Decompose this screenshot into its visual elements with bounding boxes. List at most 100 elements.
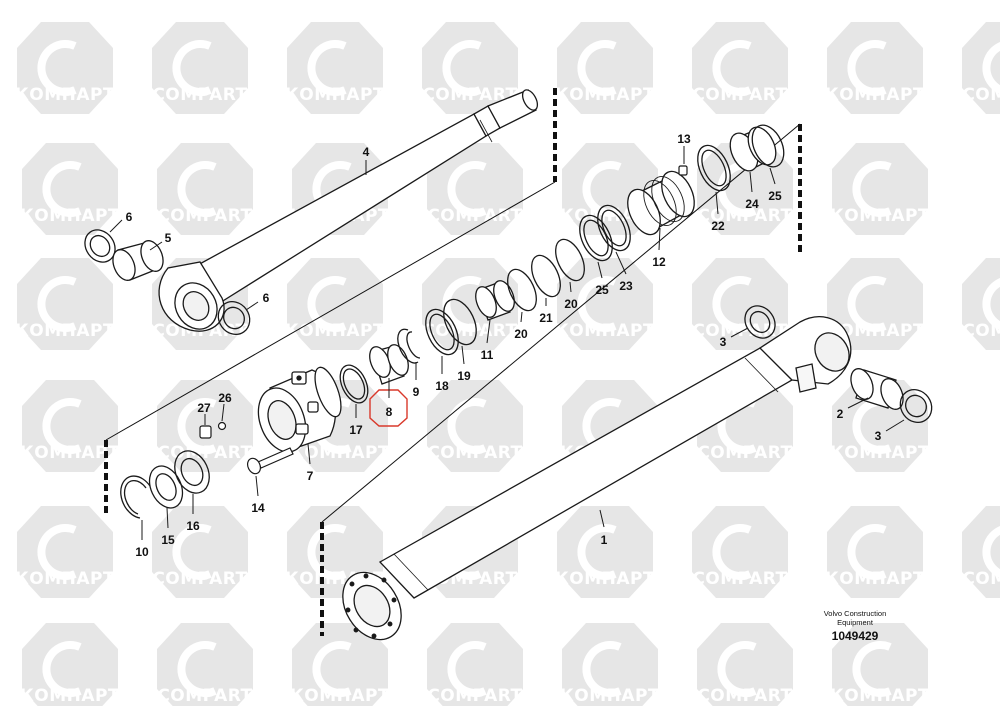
watermark-text: КОМПАРТ	[15, 85, 115, 105]
watermark-text: КОМПАРТ	[285, 85, 385, 105]
leader-line-c12	[658, 227, 661, 251]
leader-line-c26	[221, 403, 225, 422]
callout-c4: 4	[363, 145, 370, 159]
watermark-text: КОМПАРТ	[825, 85, 925, 105]
watermark-text: COMPART	[152, 569, 247, 589]
callout-c17: 17	[349, 423, 363, 437]
watermark-text: COMPART	[157, 686, 252, 706]
callout-c15: 15	[161, 533, 175, 547]
leader-line-c3b	[885, 419, 905, 432]
watermark-text: COMPART	[692, 321, 787, 341]
part-4-piston-rod	[158, 89, 539, 332]
leader-line-c11	[486, 319, 491, 344]
watermark-layer: КОМПАРТ COMPART КОМПАРТ COMPART КОМПАРТ COMPA…	[0, 22, 1000, 706]
leader-line-c1	[599, 509, 605, 528]
part-23-ring	[597, 204, 631, 252]
part-16-ring	[174, 450, 210, 494]
brand-block: Volvo Construction Equipment 1049429	[800, 609, 910, 643]
leader-lines	[109, 146, 905, 540]
part-8-bushing	[369, 344, 409, 385]
callout-c6b: 6	[263, 291, 270, 305]
leader-line-c6b	[245, 301, 259, 311]
part-10-snap-ring	[120, 475, 151, 519]
callout-c2: 2	[837, 407, 844, 421]
callout-c13: 13	[677, 132, 691, 146]
leader-line-c20a	[520, 311, 523, 323]
leader-line-c25a	[597, 261, 603, 279]
part-9-snap-ring	[397, 328, 421, 364]
leader-line-c19	[461, 345, 465, 365]
watermark-text: COMPART	[692, 85, 787, 105]
callout-c7: 7	[307, 469, 314, 483]
callout-c25a: 25	[595, 283, 609, 297]
watermark-text: COMPART	[697, 686, 792, 706]
leader-line-c6a	[109, 219, 123, 233]
part-5-bushing-left	[112, 240, 164, 281]
callout-c6a: 6	[126, 210, 133, 224]
part-6-ring-left	[84, 229, 116, 263]
leader-line-c14	[255, 475, 259, 497]
brand-name-line1: Volvo Construction	[823, 609, 887, 618]
leader-line-c24	[749, 171, 753, 193]
watermark-text: КОМПАРТ	[825, 569, 925, 589]
watermark-text: КОМПАРТ	[20, 443, 120, 463]
leader-line-c2	[847, 397, 869, 409]
watermark-text: COMPART	[962, 85, 1000, 105]
callout-c18: 18	[435, 379, 449, 393]
watermark-text: КОМПАРТ	[290, 686, 390, 706]
part-2-bushing-right	[850, 368, 904, 410]
callout-c23: 23	[619, 279, 633, 293]
part-13-set-screw	[678, 165, 688, 176]
callout-c9: 9	[413, 385, 420, 399]
watermark-text: COMPART	[962, 569, 1000, 589]
part-15-ring	[148, 465, 184, 509]
watermark-text: COMPART	[157, 443, 252, 463]
callout-c20b: 20	[564, 297, 578, 311]
leader-line-c3a	[730, 327, 749, 338]
part-3-ring-lower	[899, 388, 933, 424]
leader-line-c15	[166, 507, 169, 529]
part-3-ring-upper	[744, 305, 776, 339]
watermark-text: КОМПАРТ	[555, 321, 655, 341]
part-18-seal	[425, 308, 459, 356]
watermark-text: КОМПАРТ	[20, 686, 120, 706]
callout-c11: 11	[481, 348, 494, 362]
part-1-cylinder-tube	[342, 316, 852, 641]
callout-c8: 8	[386, 405, 393, 419]
leader-line-c23	[615, 251, 627, 275]
callout-c22: 22	[711, 219, 725, 233]
callout-c3a: 3	[720, 335, 727, 349]
part-21-ring	[531, 254, 561, 298]
watermark-text: COMPART	[692, 569, 787, 589]
watermark-text: COMPART	[152, 85, 247, 105]
part-26-ball	[217, 421, 227, 431]
callout-c24: 24	[745, 197, 759, 211]
leader-line-c5	[149, 241, 163, 251]
brand-name-line2: Equipment	[837, 618, 873, 627]
watermark-text: КОМПАРТ	[290, 443, 390, 463]
leader-line-c25b	[769, 167, 776, 185]
callout-c27: 27	[197, 401, 211, 415]
callout-c26: 26	[218, 391, 232, 405]
watermark-text: КОМПАРТ	[555, 85, 655, 105]
callout-c10: 10	[135, 545, 149, 559]
part-19-ring	[443, 298, 477, 346]
callout-c25b: 25	[768, 189, 782, 203]
watermark-text: КОМПАРТ	[285, 321, 385, 341]
watermark-text: КОМПАРТ	[15, 321, 115, 341]
callout-c19: 19	[457, 369, 471, 383]
watermark-text: COMPART	[697, 206, 792, 226]
watermark-text: COMPART	[422, 85, 517, 105]
document-number: 1049429	[831, 629, 879, 643]
part-22-ring	[697, 144, 731, 192]
leader-line-c20b	[569, 281, 572, 293]
watermark-text: COMPART	[422, 321, 517, 341]
part-24-ring	[729, 126, 777, 172]
part-17-ring	[339, 364, 369, 404]
callout-c14: 14	[251, 501, 265, 515]
part-25-ring-upper	[751, 124, 785, 168]
callout-labels: 1233456678910111213141516171819202021222…	[126, 132, 882, 559]
part-14-bolt	[246, 447, 294, 475]
